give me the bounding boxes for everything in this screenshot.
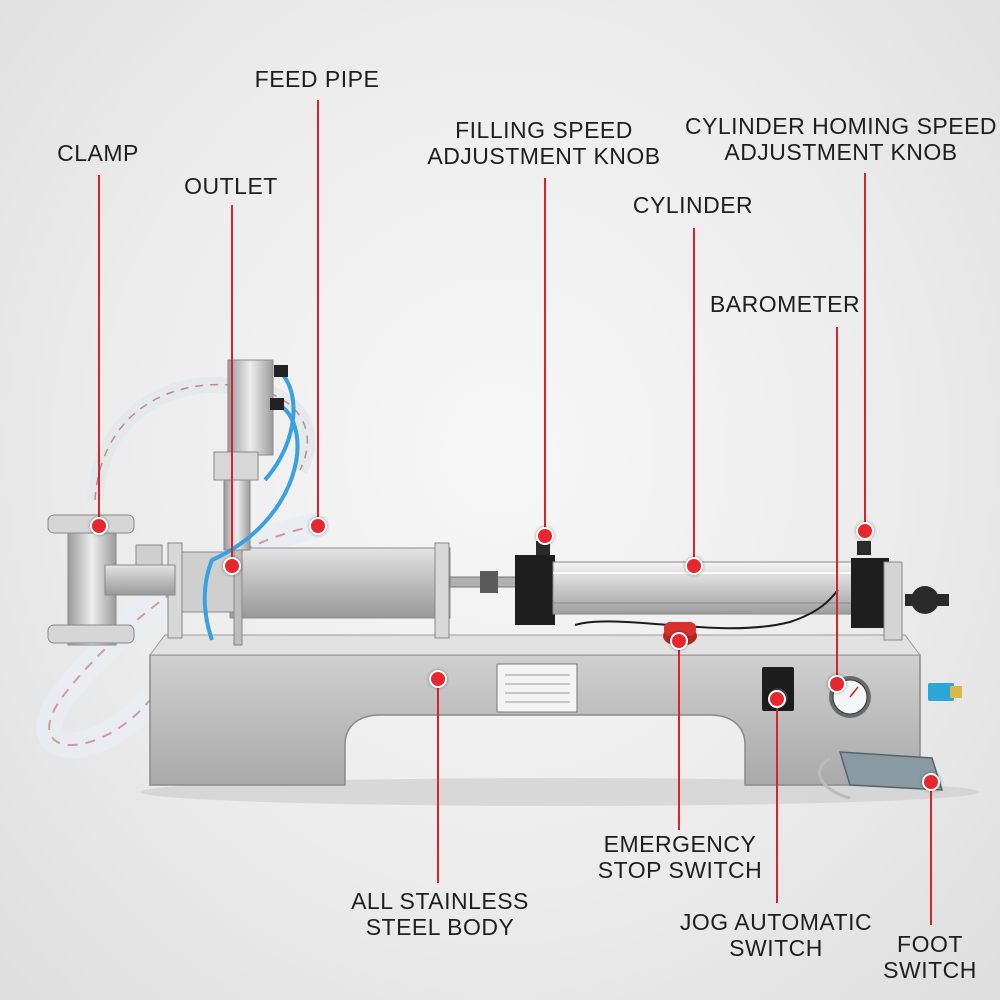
outlet-label: OUTLET [184, 173, 278, 199]
emergency-stop-dot [670, 632, 688, 650]
stainless-body-leader [437, 678, 439, 883]
cylinder-label: CYLINDER [632, 192, 754, 218]
stainless-body-label: ALL STAINLESS STEEL BODY [351, 888, 529, 940]
cylinder-homing-knob-dot [856, 522, 874, 540]
outlet-leader [231, 205, 233, 565]
foot-switch-label: FOOT SWITCH [883, 931, 977, 983]
jog-switch-dot [768, 690, 786, 708]
clamp-dot [90, 517, 108, 535]
clamp-leader [98, 175, 100, 525]
foot-switch-leader [930, 780, 932, 925]
clamp-label: CLAMP [57, 140, 139, 166]
cylinder-homing-knob-label: CYLINDER HOMING SPEED ADJUSTMENT KNOB [684, 113, 998, 165]
outlet-dot [223, 557, 241, 575]
barometer-dot [828, 675, 846, 693]
filling-speed-knob-leader [544, 178, 546, 535]
cylinder-dot [685, 557, 703, 575]
filling-speed-knob-dot [536, 527, 554, 545]
emergency-stop-leader [678, 640, 680, 830]
foot-switch-dot [922, 773, 940, 791]
feed-pipe-dot [309, 517, 327, 535]
jog-switch-label: JOG AUTOMATIC SWITCH [679, 909, 873, 961]
feed-pipe-label: FEED PIPE [254, 66, 380, 92]
feed-pipe-leader [317, 100, 319, 525]
filling-speed-knob-label: FILLING SPEED ADJUSTMENT KNOB [427, 117, 661, 169]
stainless-body-dot [429, 670, 447, 688]
cylinder-leader [693, 228, 695, 565]
barometer-label: BAROMETER [709, 291, 861, 317]
jog-switch-leader [776, 698, 778, 903]
cylinder-homing-knob-leader [864, 173, 866, 530]
barometer-leader [836, 327, 838, 682]
emergency-stop-label: EMERGENCY STOP SWITCH [597, 831, 763, 883]
